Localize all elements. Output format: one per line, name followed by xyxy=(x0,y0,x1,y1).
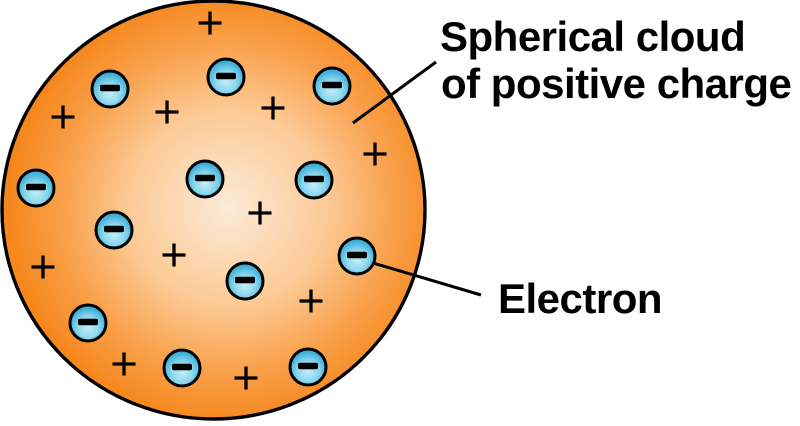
electron-label-line xyxy=(372,261,482,297)
minus-icon xyxy=(298,362,318,370)
plus-sign xyxy=(299,289,323,313)
plus-sign xyxy=(155,100,179,124)
minus-icon xyxy=(78,318,98,326)
plus-sign xyxy=(261,96,285,120)
electron xyxy=(294,160,334,200)
plus-sign xyxy=(234,366,258,390)
cloud-label-line xyxy=(352,60,437,125)
electron-label: Electron xyxy=(498,275,662,322)
minus-icon xyxy=(216,72,236,80)
plus-signs xyxy=(31,11,387,390)
minus-icon xyxy=(235,276,255,284)
electrons xyxy=(16,57,377,388)
electron xyxy=(162,348,202,388)
minus-icon xyxy=(322,81,342,89)
plus-sign xyxy=(198,11,222,35)
electron xyxy=(16,168,56,208)
plus-sign xyxy=(248,201,272,225)
plus-sign xyxy=(363,142,387,166)
electron xyxy=(94,210,134,250)
electron xyxy=(288,347,328,387)
minus-icon xyxy=(195,174,215,182)
plus-sign xyxy=(112,352,136,376)
minus-icon xyxy=(304,175,324,183)
minus-icon xyxy=(347,251,367,259)
cloud-label-line1: Spherical cloud xyxy=(440,13,745,60)
electron xyxy=(225,261,265,301)
electron xyxy=(68,303,108,343)
electron xyxy=(312,66,352,106)
plus-sign xyxy=(31,255,55,279)
electron xyxy=(90,69,130,109)
electron xyxy=(337,236,377,276)
electron xyxy=(185,159,225,199)
electron xyxy=(206,57,246,97)
plus-sign xyxy=(162,243,186,267)
minus-icon xyxy=(100,84,120,92)
minus-icon xyxy=(104,225,124,233)
plus-sign xyxy=(51,105,75,129)
minus-icon xyxy=(172,363,192,371)
label-lines xyxy=(352,60,482,297)
minus-icon xyxy=(26,183,46,191)
cloud-label-line2: of positive charge xyxy=(441,60,791,107)
